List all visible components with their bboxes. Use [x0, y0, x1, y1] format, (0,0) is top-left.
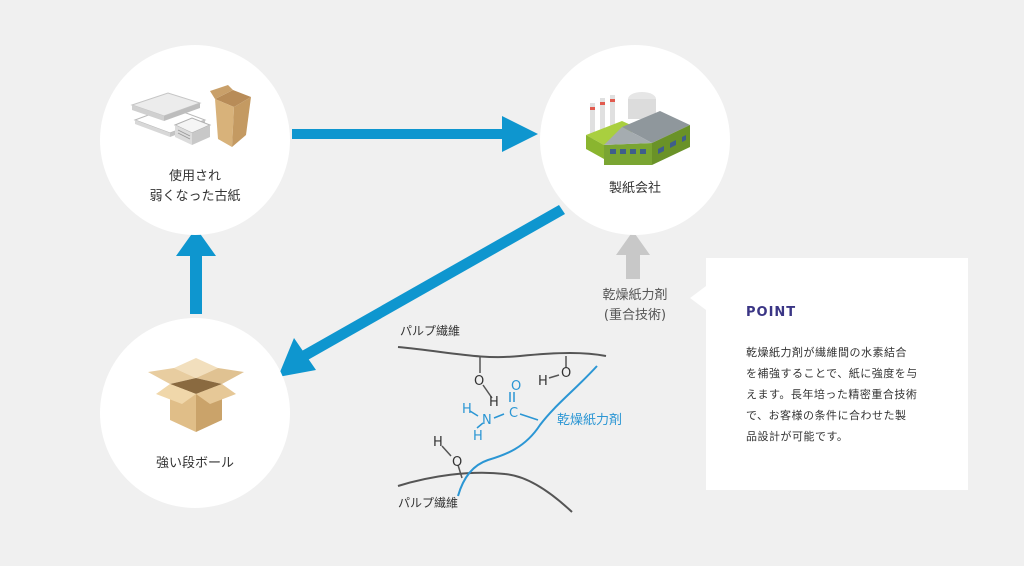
atom-o: O	[452, 455, 462, 470]
point-line: えます。長年培った精密重合技術	[746, 388, 918, 401]
polymer-chain	[457, 365, 598, 497]
used-paper-label-line1: 使用され	[168, 169, 221, 184]
agent-label-line2: (重合技術)	[603, 308, 667, 323]
pulp-fiber-bottom	[397, 471, 573, 513]
waste-paper-icon	[130, 85, 251, 147]
paper-company-label: 製紙会社	[608, 181, 661, 196]
atom-c: C	[509, 406, 518, 421]
point-line: で、お客様の条件に合わせた製	[746, 409, 907, 422]
pulp-fiber-bottom-label: パルプ繊維	[398, 496, 459, 510]
strong-box-label: 強い段ボール	[155, 456, 234, 471]
factory-icon	[586, 92, 690, 165]
node-paper-company: 製紙会社	[540, 45, 730, 235]
atom-n: N	[482, 413, 492, 428]
atom-h: H	[489, 395, 499, 410]
arrow-agent-to-company	[616, 231, 650, 279]
atom-o: O	[561, 366, 571, 381]
pulp-fiber-top-label: パルプ繊維	[400, 324, 461, 338]
point-title: POINT	[746, 305, 797, 320]
node-strong-box: 強い段ボール	[100, 318, 290, 508]
point-line: 乾燥紙力剤が繊維間の水素結合	[746, 346, 907, 359]
atom-h: H	[462, 402, 472, 417]
cardboard-box-icon	[148, 358, 244, 432]
pulp-fiber-top	[397, 346, 607, 359]
used-paper-label-line2: 弱くなった古紙	[149, 189, 241, 204]
atom-h: H	[538, 374, 548, 389]
atom-h: H	[473, 429, 483, 444]
point-box: POINT 乾燥紙力剤が繊維間の水素結合 を補強することで、紙に強度を与 えます…	[706, 258, 968, 490]
atom-o: O	[474, 374, 484, 389]
agent-molecule-label: 乾燥紙力剤	[557, 412, 622, 428]
point-line: を補強することで、紙に強度を与	[746, 367, 918, 380]
arrow-company-to-box	[278, 205, 565, 377]
agent-label-line1: 乾燥紙力剤	[602, 288, 668, 303]
dry-strength-agent-label: 乾燥紙力剤 (重合技術)	[575, 286, 695, 326]
point-box-pointer	[690, 286, 706, 310]
point-body: 乾燥紙力剤が繊維間の水素結合 を補強することで、紙に強度を与 えます。長年培った…	[746, 342, 942, 447]
molecule-diagram: O H O H O H N C H H O 乾燥紙力剤	[397, 346, 622, 513]
node-used-paper: 使用され 弱くなった古紙	[100, 45, 290, 235]
arrow-box-to-used	[176, 228, 216, 314]
atom-o: O	[511, 379, 521, 394]
point-line: 品設計が可能です。	[746, 430, 849, 443]
atom-h: H	[433, 435, 443, 450]
arrow-used-to-company	[292, 116, 538, 152]
